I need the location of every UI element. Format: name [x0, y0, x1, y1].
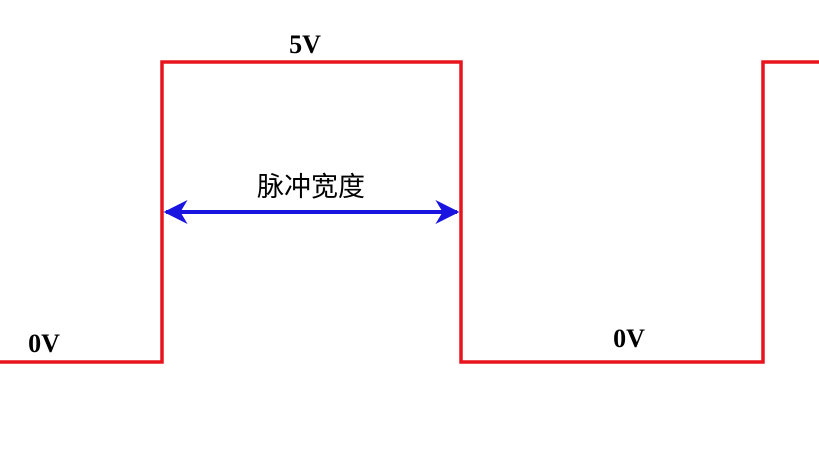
pulse-width-label: 脉冲宽度 — [257, 172, 365, 203]
square-waveform — [0, 60, 819, 364]
low-level-label-right: 0V — [613, 324, 645, 353]
high-level-label: 5V — [289, 30, 321, 59]
low-level-label-left: 0V — [28, 329, 60, 358]
